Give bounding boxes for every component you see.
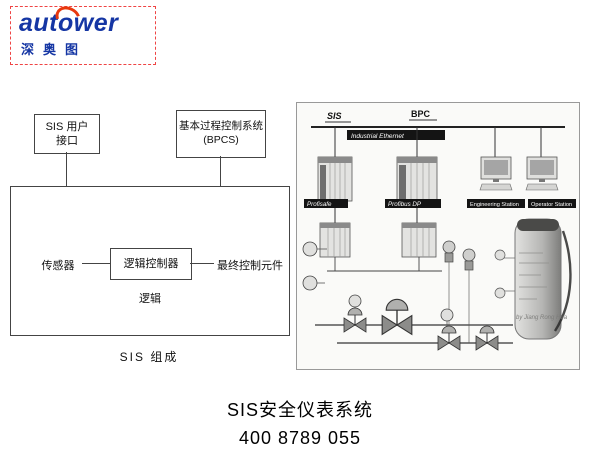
industrial-ethernet-band: Industrial Ethernet [347, 130, 445, 140]
svg-text:Engineering Station: Engineering Station [470, 202, 519, 208]
watermark-text: by Jiang Rong Hua [516, 315, 568, 321]
logo: autower 深奥图 [10, 2, 156, 65]
sis-main-rect [10, 186, 290, 336]
connector-line [82, 263, 110, 264]
engineering-station-band: Engineering Station [467, 199, 525, 208]
sis-composition-diagram: SIS 用户 接口 基本过程控制系统 (BPCS) 传感器 逻辑控制器 最终控制… [10, 96, 290, 366]
phone-number: 400 8789 055 [238, 428, 362, 448]
sensor-label: 传感器 [41, 260, 75, 272]
instrument-bubble-icon [348, 294, 362, 311]
logo-brand: autower [19, 2, 147, 37]
diagram-caption: SIS 组成 [119, 350, 179, 364]
sis-architecture-panel: SIS BPC Industrial Ethernet [296, 102, 580, 370]
svg-text:Industrial Ethernet: Industrial Ethernet [351, 133, 405, 140]
connector-line [190, 263, 214, 264]
sis-plc-rack-icon [317, 156, 353, 202]
logo-brand-text: autower [19, 9, 119, 37]
page-title: SIS安全仪表系统 [226, 400, 373, 420]
bpc-plc-rack-icon [396, 156, 438, 202]
logic-controller-box: 逻辑控制器 [110, 248, 192, 280]
transmitter-icon [462, 248, 476, 343]
profisafe-band: Profisafe [304, 199, 348, 208]
remote-io-rack-icon [319, 222, 351, 258]
bpc-zone-label: BPC [411, 109, 431, 119]
sis-user-interface-box: SIS 用户 接口 [34, 114, 100, 154]
control-valve-icon [381, 298, 413, 336]
instrument-bubble-icon [302, 241, 327, 257]
connector-line [220, 156, 221, 186]
engineering-station-icon [479, 156, 513, 191]
valve-icon [475, 325, 499, 351]
connector-line [66, 152, 67, 186]
logic-label: 逻辑 [139, 293, 161, 305]
svg-text:Profibus DP: Profibus DP [388, 201, 422, 208]
instrument-bubble-icon [302, 275, 325, 291]
bpcs-box: 基本过程控制系统 (BPCS) [176, 110, 266, 158]
operator-station-icon [525, 156, 559, 191]
sis-zone-label: SIS [327, 111, 342, 121]
remote-io-rack-icon [401, 222, 437, 258]
svg-text:Profisafe: Profisafe [307, 201, 332, 208]
architecture-svg: SIS BPC Industrial Ethernet [302, 109, 576, 351]
tank-icon: by Jiang Rong Hua [494, 218, 572, 340]
operator-station-band: Operator Station [528, 199, 576, 208]
final-element-label: 最终控制元件 [217, 260, 283, 272]
profibus-dp-band: Profibus DP [385, 199, 441, 208]
svg-text:Operator Station: Operator Station [531, 202, 572, 208]
logo-chinese-text: 深奥图 [21, 42, 88, 57]
valve-icon [437, 325, 461, 351]
valve-icon [343, 307, 367, 333]
